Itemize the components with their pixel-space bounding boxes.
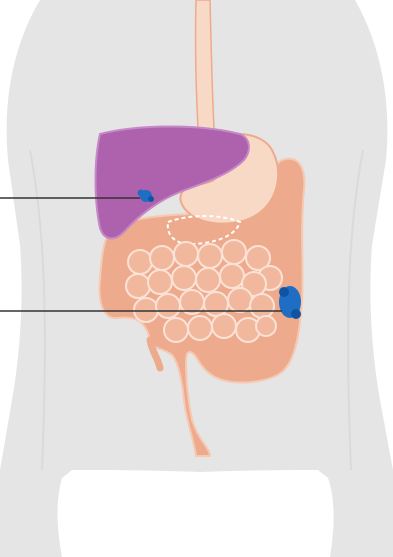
- anatomy-diagram: [0, 0, 393, 557]
- anatomy-illustration: [0, 0, 393, 557]
